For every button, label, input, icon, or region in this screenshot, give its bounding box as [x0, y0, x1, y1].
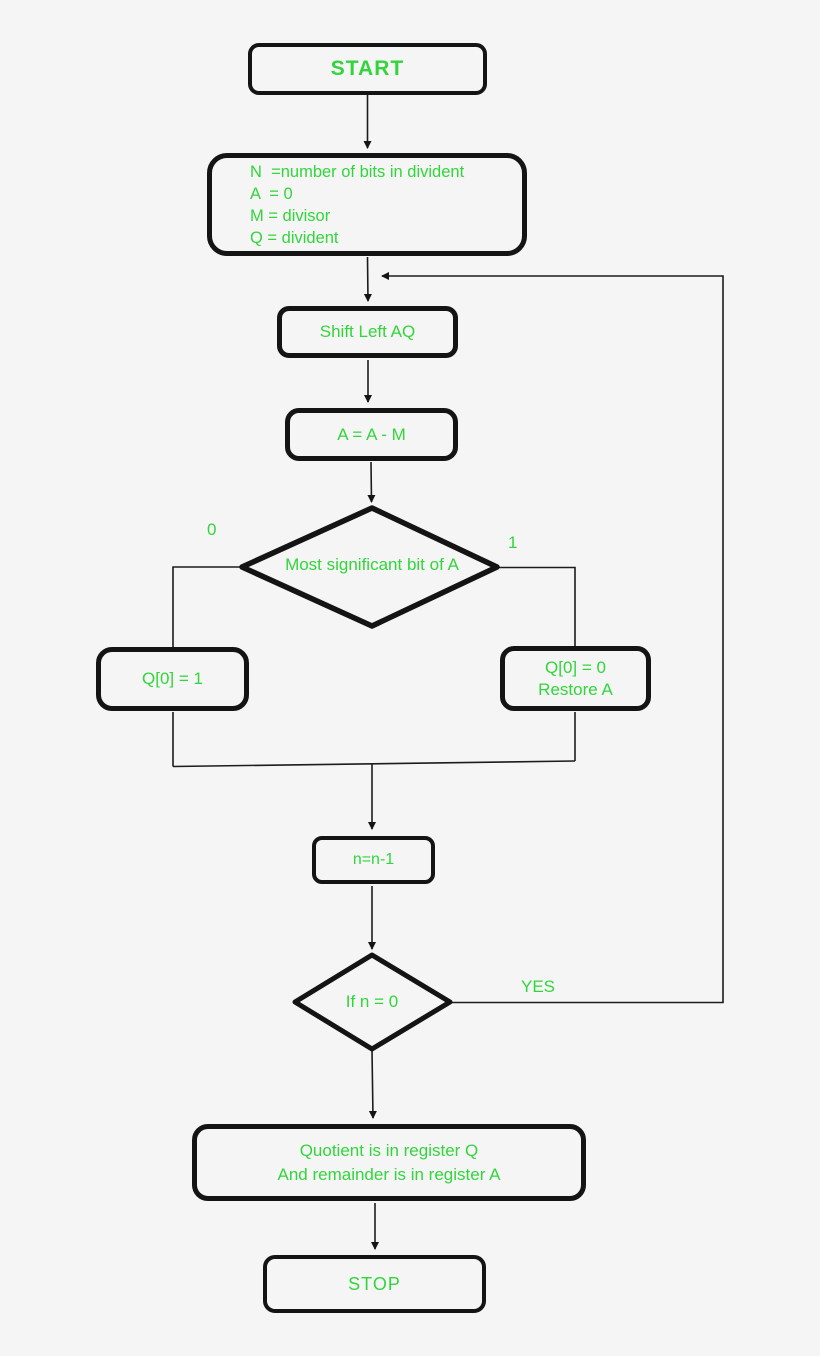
shift-left-node: Shift Left AQ — [277, 306, 458, 358]
set-q0-line1: Q[0] = 0 — [545, 657, 606, 677]
init-line-a: A = 0 — [250, 184, 293, 203]
set-q0-line2: Restore A — [538, 679, 613, 699]
branch-zero-label: 0 — [207, 520, 217, 539]
connector-msb-one-branch — [497, 566, 576, 647]
decrement-label: n=n-1 — [352, 851, 395, 868]
n-zero-decision-diamond — [292, 952, 453, 1052]
result-line1: Quotient is in register Q — [299, 1140, 479, 1160]
shift-left-label: Shift Left AQ — [319, 322, 416, 341]
connector-init-to-shift — [363, 256, 372, 302]
init-line-m: M = divisor — [250, 206, 331, 225]
connector-merge-line — [172, 760, 576, 768]
connector-loopback-yes — [381, 272, 724, 1004]
init-content: N =number of bits in divident A = 0 M = … — [212, 161, 522, 249]
connector-ifn-to-result — [368, 1049, 377, 1119]
stop-node: STOP — [263, 1255, 486, 1313]
branch-one-label: 1 — [508, 533, 518, 552]
init-line-n: N =number of bits in divident — [250, 162, 465, 181]
subtract-label: A = A - M — [337, 424, 406, 444]
init-line-q: Q = divident — [250, 228, 339, 247]
result-node: Quotient is in register Q And remainder … — [192, 1124, 586, 1201]
init-node: N =number of bits in divident A = 0 M = … — [207, 153, 527, 256]
result-line2: And remainder is in register A — [277, 1164, 501, 1184]
start-node: START — [248, 43, 487, 95]
stop-label: STOP — [348, 1273, 401, 1294]
start-label: START — [330, 57, 405, 80]
connector-subtract-to-msb — [367, 461, 376, 503]
msb-decision-label: Most significant bit of A — [285, 555, 459, 574]
decrement-node: n=n-1 — [312, 836, 435, 884]
msb-decision-diamond — [239, 505, 500, 629]
n-zero-decision-label: If n = 0 — [345, 992, 399, 1011]
result-content: Quotient is in register Q And remainder … — [278, 1139, 501, 1187]
subtract-node: A = A - M — [285, 408, 458, 461]
connector-msb-zero-branch — [172, 566, 242, 647]
set-q1-label: Q[0] = 1 — [142, 669, 203, 688]
set-q1-node: Q[0] = 1 — [96, 647, 249, 711]
branch-yes-label: YES — [521, 977, 556, 996]
set-q0-content: Q[0] = 0 Restore A — [538, 657, 613, 701]
set-q0-node: Q[0] = 0 Restore A — [500, 646, 651, 711]
